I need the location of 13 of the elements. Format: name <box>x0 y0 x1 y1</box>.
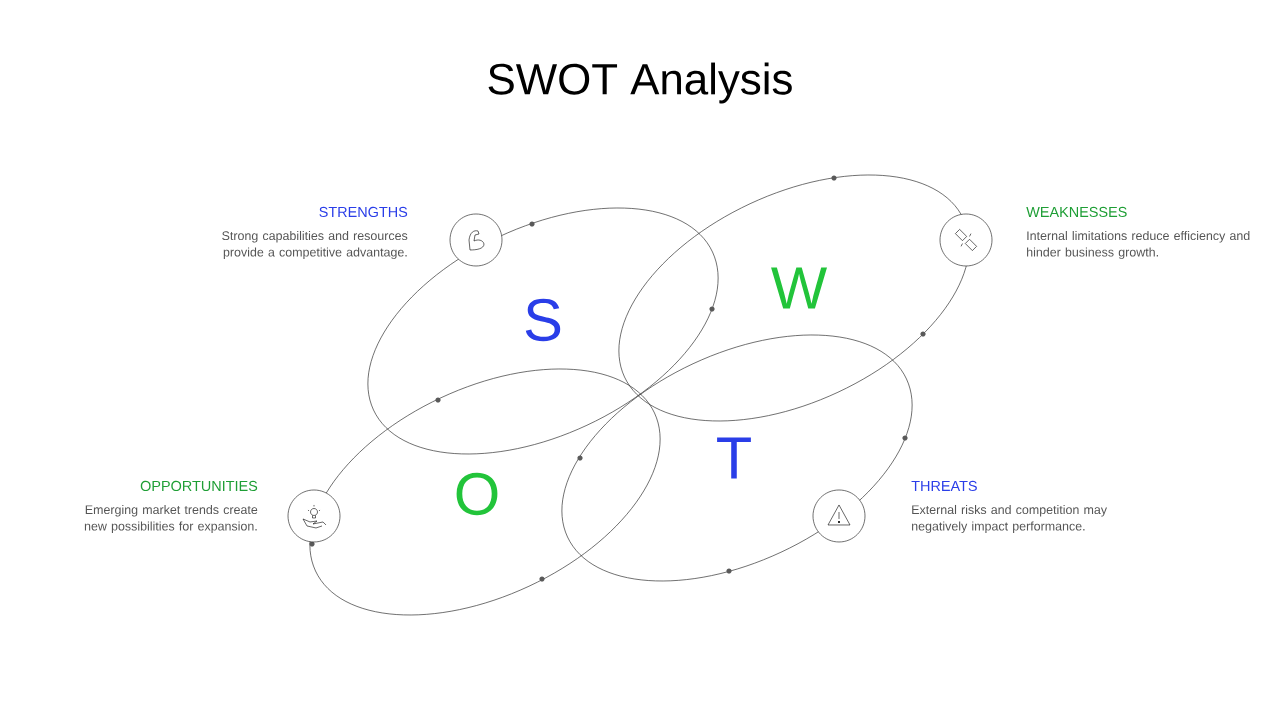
description-text: Strong capabilities and resources provide a competitive advantage. <box>222 230 408 259</box>
swot-letter: O <box>456 472 498 516</box>
section-heading: THREATS <box>911 480 977 492</box>
swot-letter: S <box>525 298 561 342</box>
section-heading: WEAKNESSES <box>1026 206 1127 218</box>
description-text: External risks and competition may negatively impact performance. <box>912 504 1107 533</box>
section-heading: STRENGTHS <box>319 206 408 218</box>
section-heading: OPPORTUNITIES <box>140 480 258 492</box>
swot-letter: W <box>771 267 827 309</box>
description-text: Internal limitations reduce efficiency and hinder business growth. <box>1027 230 1250 259</box>
description-text: Emerging market trends create new possibilities for expansion. <box>84 504 258 533</box>
title: SWOT Analysis <box>488 62 792 104</box>
swot-letter: T <box>717 437 751 479</box>
